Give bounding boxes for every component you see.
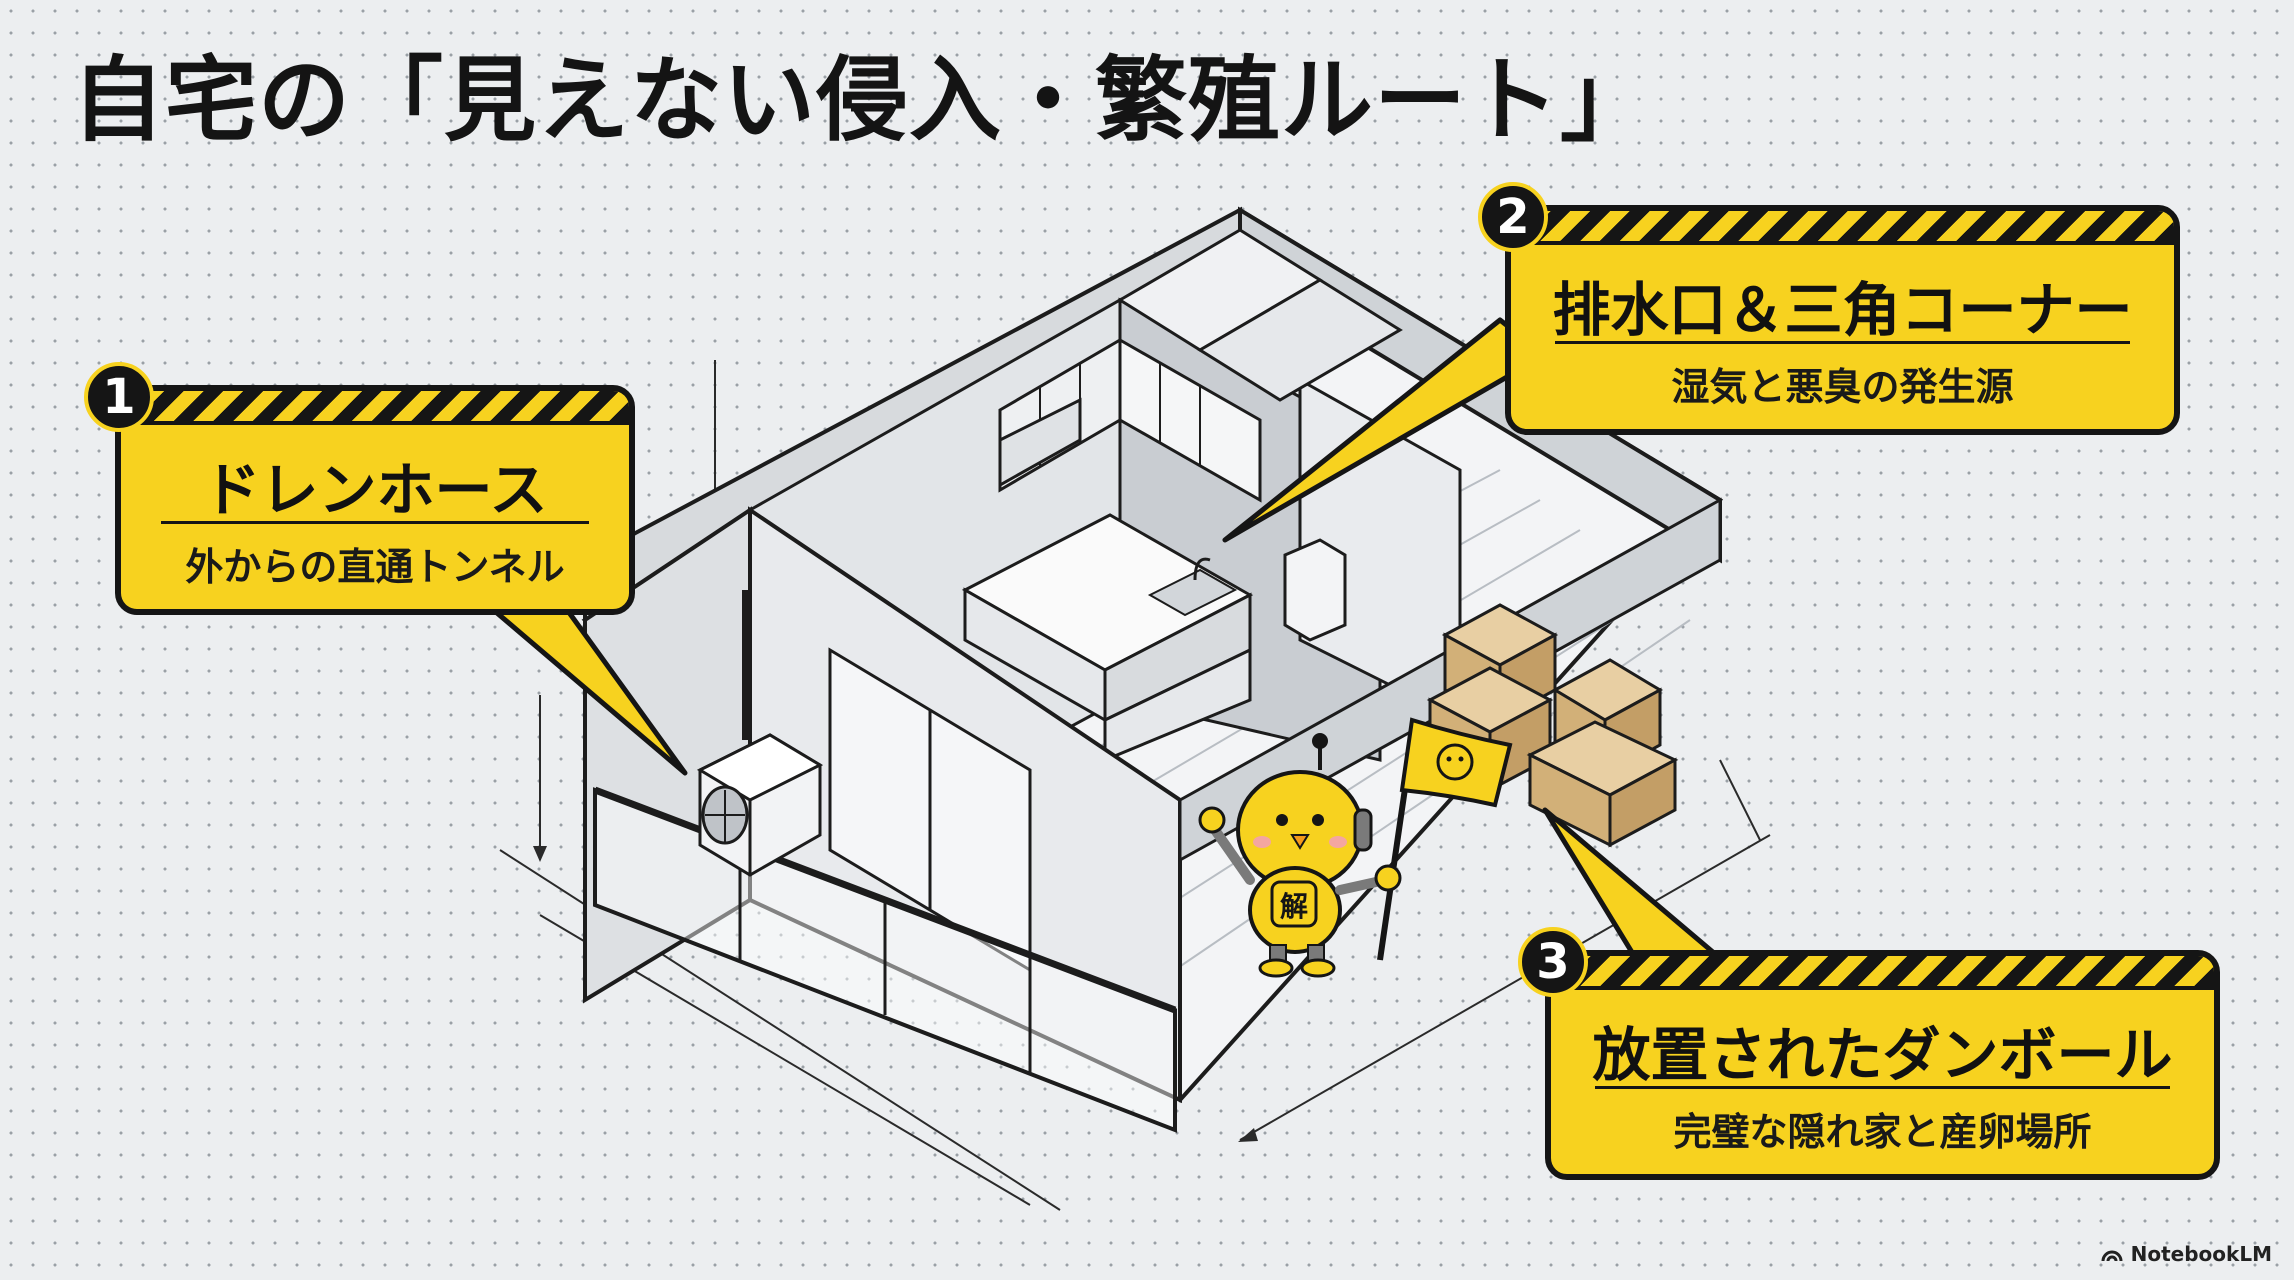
callout-number-badge: 1 xyxy=(84,362,154,432)
page-title: 自宅の「見えない侵入・繁殖ルート」 xyxy=(72,47,1654,154)
callout-number-badge: 3 xyxy=(1518,927,1588,997)
callout-title: ドレンホース xyxy=(202,456,548,524)
callout-divider xyxy=(1555,341,2130,344)
callout-title: 放置されたダンボール xyxy=(1592,1021,2173,1089)
callout-divider xyxy=(1595,1086,2170,1089)
hazard-stripes xyxy=(1511,211,2174,245)
notebooklm-logo-icon xyxy=(2101,1250,2123,1262)
flag-icon xyxy=(1377,717,1513,961)
hazard-stripes xyxy=(121,391,629,425)
callout-subtitle: 外からの直通トンネル xyxy=(185,545,565,589)
air-conditioner-icon xyxy=(696,733,824,877)
mascot-chick-icon xyxy=(1198,733,1402,978)
callout-drain-hose: ドレンホース 外からの直通トンネル xyxy=(115,385,635,615)
callout-subtitle: 湿気と悪臭の発生源 xyxy=(1671,365,2014,409)
callout-number-badge: 2 xyxy=(1478,182,1548,252)
callout-title: 排水口＆三角コーナー xyxy=(1552,276,2133,344)
brand-watermark: NotebookLM xyxy=(2101,1242,2272,1266)
callout-divider xyxy=(161,521,589,524)
callout-subtitle: 完璧な隠れ家と産卵場所 xyxy=(1673,1110,2092,1154)
callout-cardboard: 放置されたダンボール 完璧な隠れ家と産卵場所 xyxy=(1545,950,2220,1180)
hazard-stripes xyxy=(1551,956,2214,990)
mascot-badge: 解 xyxy=(1280,890,1308,923)
brand-label: NotebookLM xyxy=(2130,1242,2272,1266)
callout-drain-corner: 排水口＆三角コーナー 湿気と悪臭の発生源 xyxy=(1505,205,2180,435)
